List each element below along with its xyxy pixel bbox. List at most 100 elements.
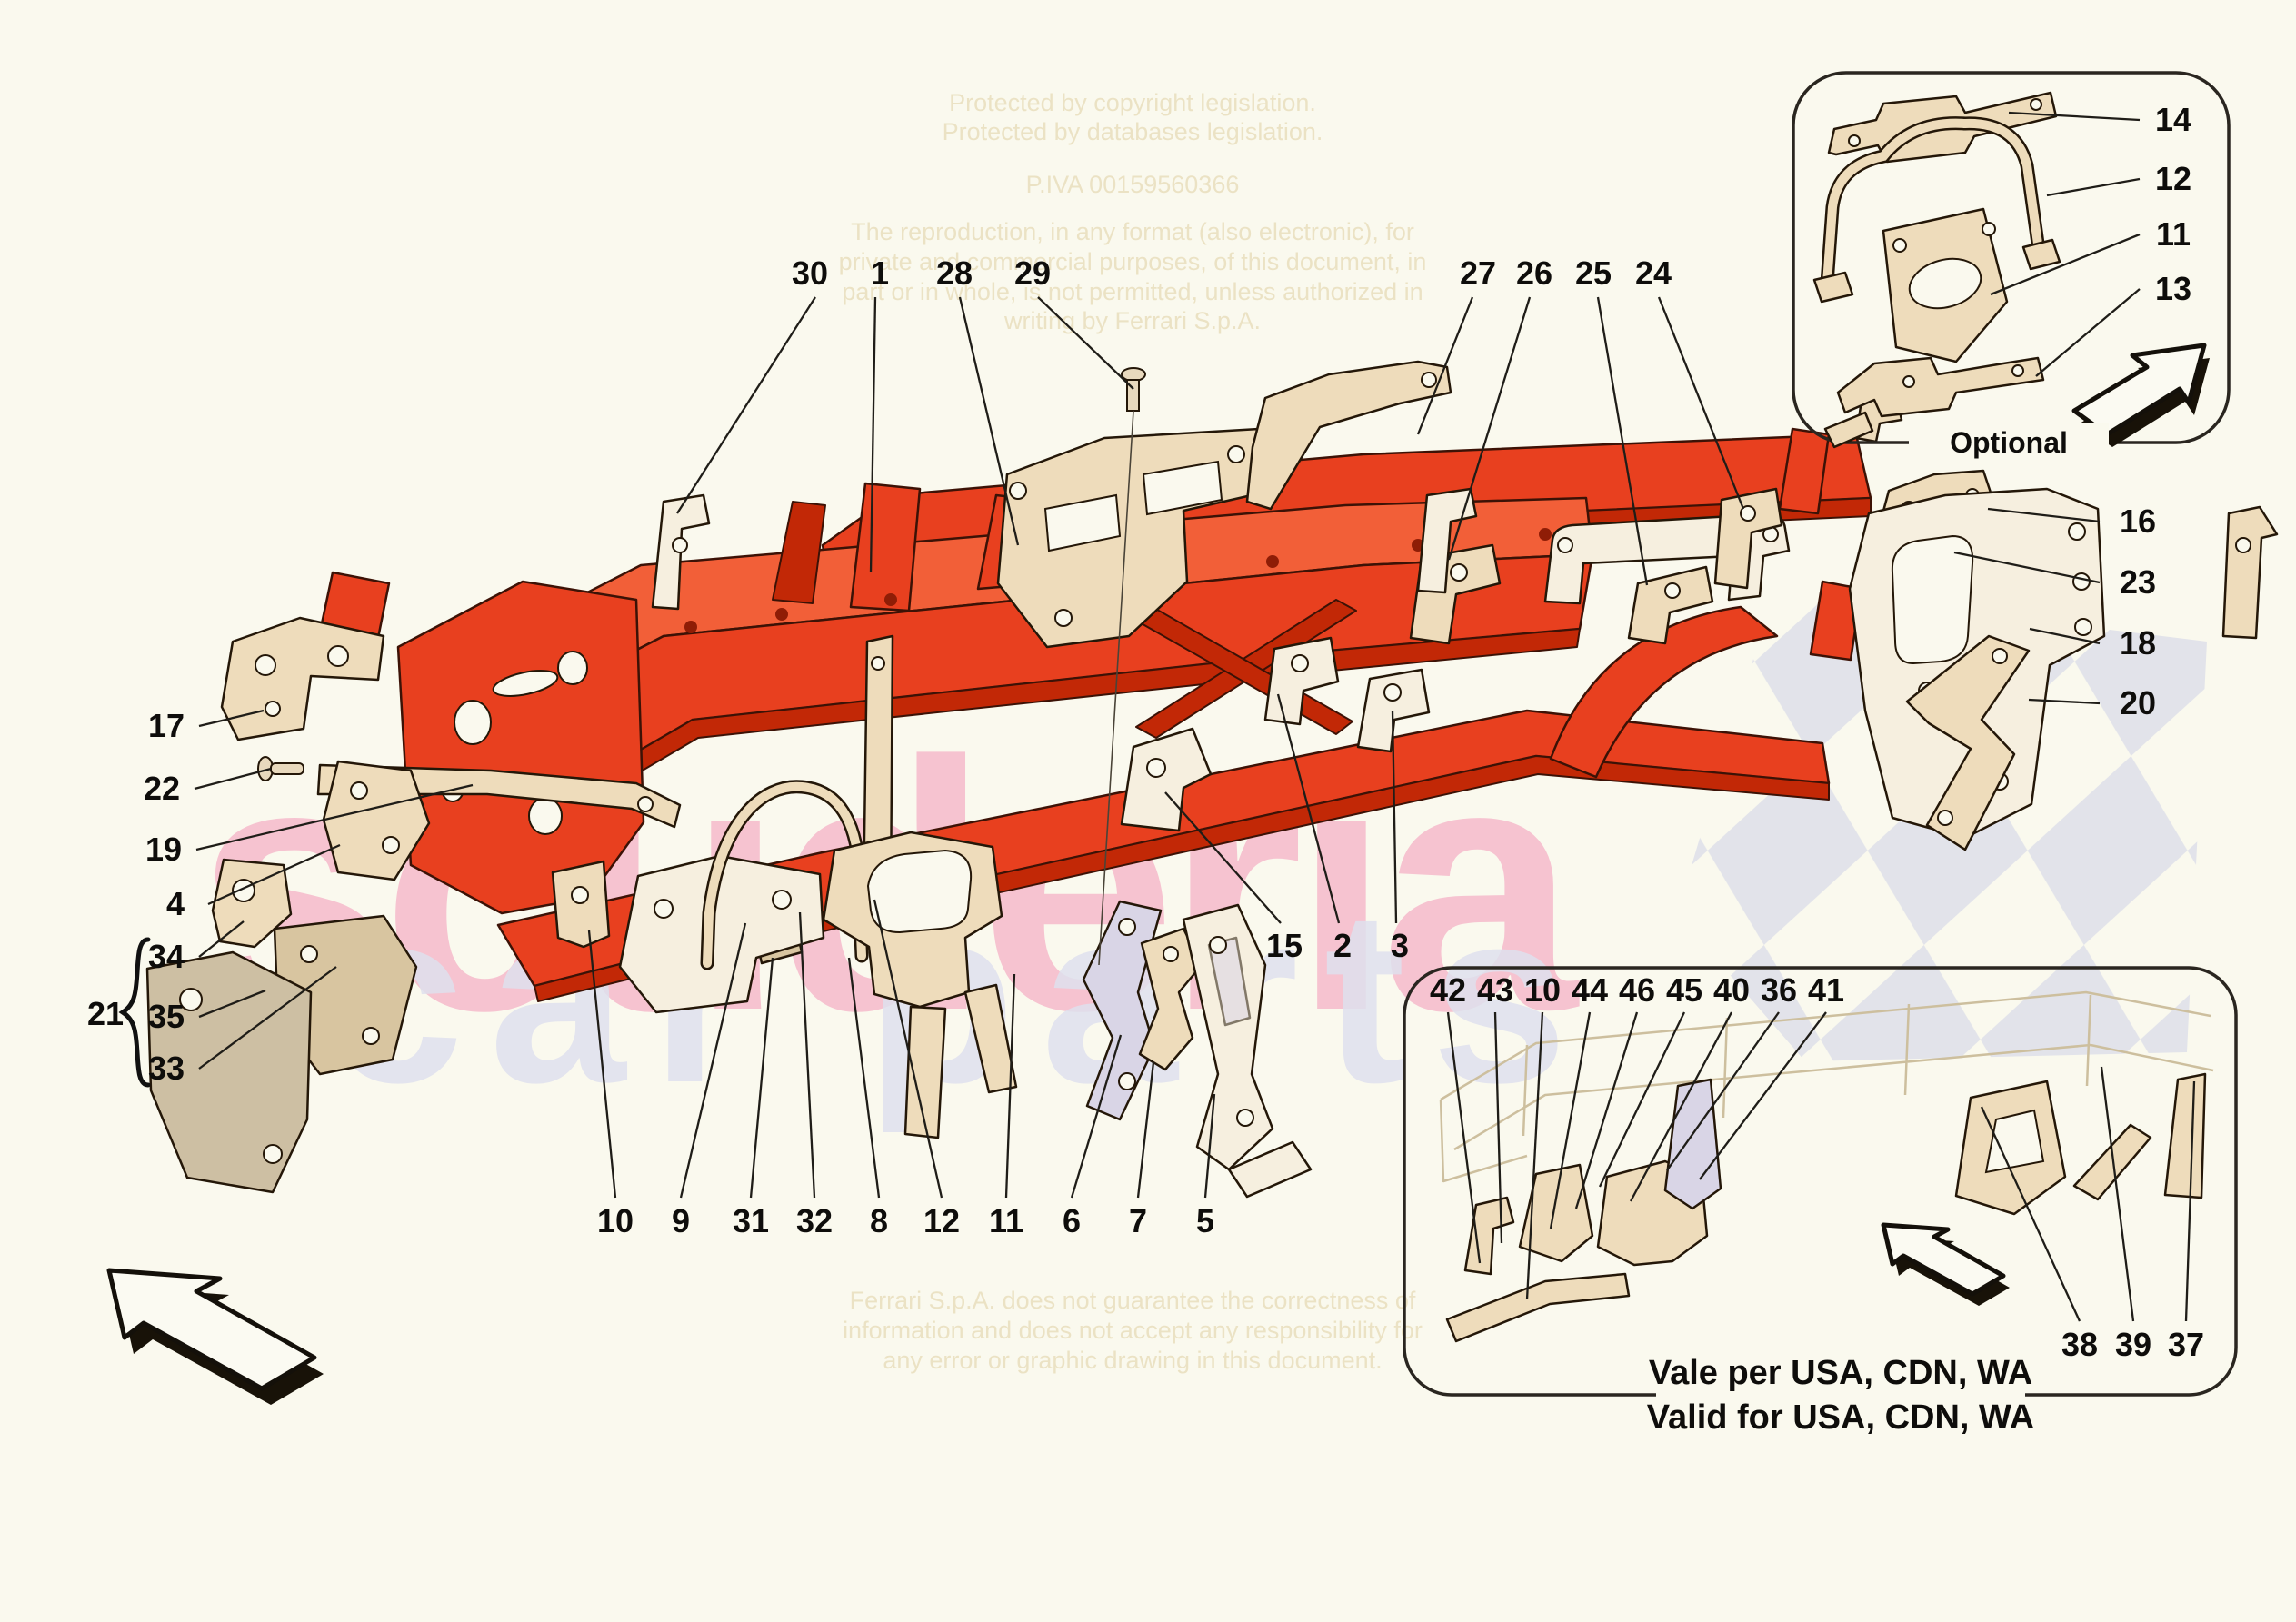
- leader-line: [847, 957, 881, 1199]
- leader-line: [2100, 1066, 2135, 1322]
- bracket-part-30: [651, 493, 711, 611]
- callout-number: 2: [1333, 927, 1352, 964]
- leader-line: [195, 783, 474, 851]
- bracket-part-5: [1182, 903, 1274, 1171]
- bracket-group-21: 21: [87, 937, 151, 1088]
- leader-line: [198, 709, 265, 728]
- callout-number: 33: [148, 1050, 185, 1087]
- direction-arrow-up-right-icon: [2071, 343, 2210, 447]
- leader-line: [958, 296, 1020, 546]
- leader-line: [198, 920, 245, 958]
- ghost-chassis-outline: [1439, 990, 2214, 1183]
- leader-line: [676, 296, 816, 514]
- usa-caption-english: Valid for USA, CDN, WA: [1647, 1398, 2034, 1437]
- callout-number: 11: [989, 1202, 1023, 1239]
- legal-watermark-top: Protected by copyright legislation. Prot…: [839, 89, 1427, 334]
- frame-arch: [1549, 605, 1779, 779]
- frame-post: [772, 501, 826, 604]
- bracket-part-15: [1120, 727, 1213, 832]
- callout-number: 26: [1516, 254, 1552, 292]
- leader-line: [2029, 627, 2101, 645]
- callout-number: 17: [148, 707, 185, 744]
- frame-left-end-plate: [396, 580, 645, 915]
- callout-number: 37: [2168, 1326, 2204, 1363]
- leader-line: [2008, 111, 2141, 122]
- legal-line: Protected by copyright legislation.: [949, 89, 1316, 116]
- legal-line: Ferrari S.p.A. does not guarantee the co…: [850, 1287, 1416, 1314]
- callout-number: 39: [2115, 1326, 2151, 1363]
- bracket-part-9-31: [618, 854, 825, 1014]
- bracket-part-4: [322, 760, 431, 881]
- callout-number: 1: [871, 254, 889, 292]
- usa-inset-box: Vale per USA, CDN, WA Valid for USA, CDN…: [1403, 966, 2238, 1441]
- leader-line: [1699, 1011, 1827, 1180]
- direction-arrow-up-left-icon: [106, 1268, 324, 1405]
- callout-number: 30: [792, 254, 828, 292]
- leader-line: [1391, 710, 1398, 924]
- leader-lines: [194, 111, 2196, 1322]
- callout-number: 8: [870, 1202, 888, 1239]
- callout-number: 3: [1391, 927, 1409, 964]
- leader-line: [1493, 1011, 1503, 1244]
- leader-line: [1987, 507, 2101, 523]
- legal-line: The reproduction, in any format (also el…: [851, 218, 1414, 245]
- leader-line: [1525, 1011, 1544, 1300]
- callout-number: 43: [1477, 971, 1513, 1009]
- leader-line: [1953, 551, 2101, 584]
- callout-number: 31: [733, 1202, 769, 1239]
- bracket-part-20: [1905, 634, 2031, 851]
- leader-line: [1037, 296, 1134, 390]
- leader-line: [798, 911, 816, 1199]
- screw-part-29: [1121, 367, 1146, 382]
- bracket-leg: [903, 1005, 947, 1139]
- callout-number: 5: [1196, 1202, 1214, 1239]
- callout-number: 41: [1808, 971, 1844, 1009]
- callout-number: 23: [2120, 563, 2156, 601]
- callout-number: 25: [1575, 254, 1612, 292]
- callout-number: 45: [1666, 971, 1702, 1009]
- leader-line: [749, 957, 774, 1199]
- leader-line: [1598, 1011, 1686, 1188]
- bracket-part-24: [1713, 487, 1783, 590]
- callout-number: 44: [1572, 971, 1608, 1009]
- leader-line: [1136, 1061, 1155, 1199]
- callout-number: 18: [2120, 624, 2156, 662]
- usa-caption-italian: Vale per USA, CDN, WA: [1649, 1354, 2032, 1392]
- leader-line: [1657, 296, 1745, 510]
- legal-line: writing by Ferrari S.p.A.: [1003, 307, 1261, 334]
- callout-number: 20: [2120, 684, 2156, 721]
- callout-number: 38: [2061, 1326, 2098, 1363]
- bracket-part-11: [963, 983, 1018, 1094]
- bracket-part-27: [1245, 360, 1452, 511]
- leader-line: [1629, 1011, 1733, 1202]
- frame-post: [849, 482, 922, 612]
- callout-number: 9: [672, 1202, 690, 1239]
- callout-number: 29: [1014, 254, 1051, 292]
- leader-line: [198, 966, 337, 1070]
- leader-line: [1596, 296, 1649, 586]
- leader-line: [2184, 1080, 2196, 1322]
- leader-line: [2046, 177, 2141, 197]
- chassis-frame-illustration: [145, 360, 2279, 1199]
- leader-line: [1980, 1106, 2081, 1322]
- legal-line: P.IVA 00159560366: [1026, 171, 1240, 198]
- callout-number: 36: [1761, 971, 1797, 1009]
- legal-line: private and commercial purposes, of this…: [839, 248, 1427, 275]
- leader-line: [207, 843, 341, 906]
- optional-box-label: Optional: [1950, 426, 2068, 459]
- bracket-part-2: [1263, 636, 1340, 726]
- bracket-part-25: [1627, 565, 1714, 645]
- leader-line: [2028, 698, 2101, 705]
- leader-line: [1574, 1011, 1639, 1209]
- leader-line: [1164, 791, 1282, 924]
- callout-number: 7: [1129, 1202, 1147, 1239]
- bracket-part-12-optional: [1822, 118, 2042, 288]
- leader-line: [1446, 1011, 1482, 1264]
- direction-arrow-up-left-icon: [1881, 1222, 2010, 1306]
- callout-number: 4: [166, 885, 185, 922]
- bracket-large-left: [145, 950, 313, 1194]
- callout-number: 10: [597, 1202, 634, 1239]
